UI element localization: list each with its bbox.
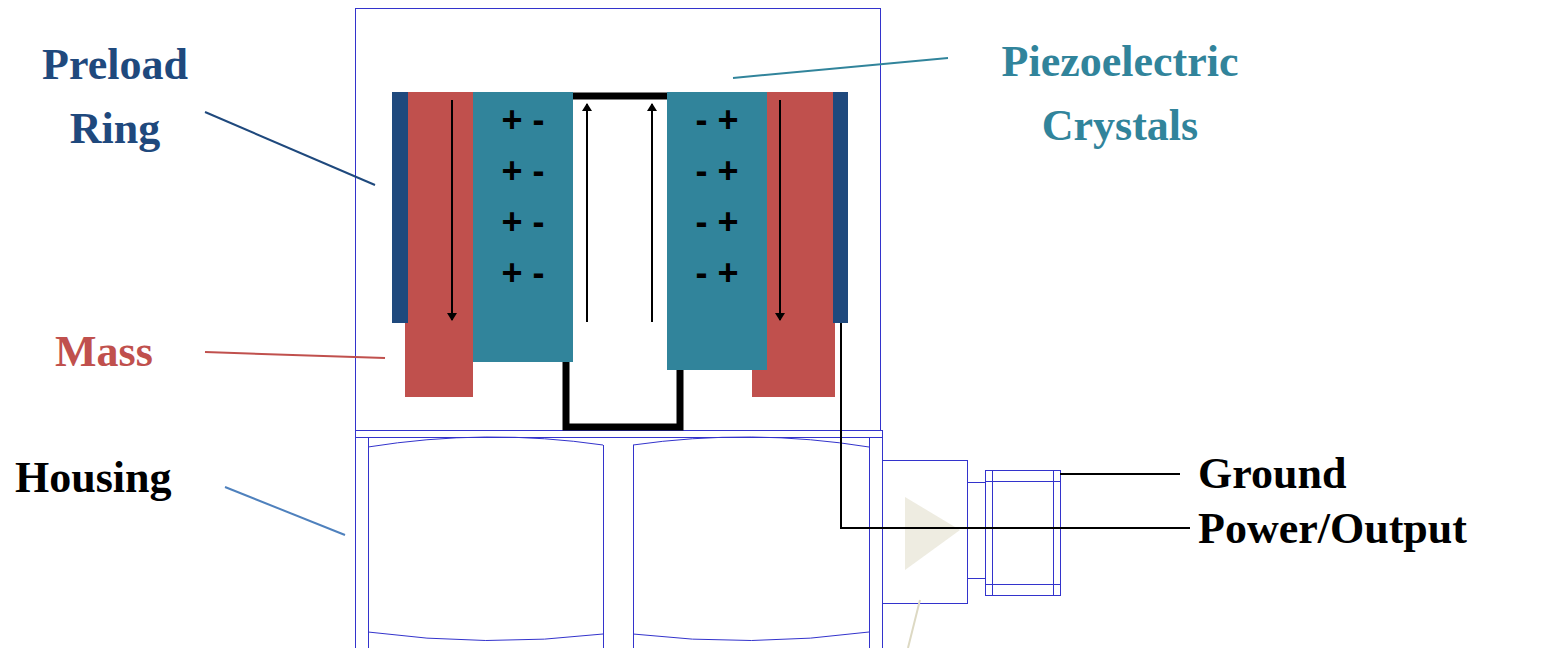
leader-line <box>205 352 385 358</box>
center-post <box>570 93 670 100</box>
charge-sign: - + <box>667 151 767 191</box>
charge-sign: - + <box>667 100 767 140</box>
pin-label: Power/Output <box>1198 497 1467 561</box>
charge-sign: - + <box>667 253 767 293</box>
output-wire <box>841 323 1190 528</box>
part-label: Housing <box>15 446 172 510</box>
center-post <box>566 360 680 427</box>
pin-label: Ground <box>1198 442 1346 506</box>
part-label: Piezoelectric Crystals <box>960 30 1280 158</box>
piezo-crystal: - + - + - + - + <box>667 92 767 370</box>
ground-wire <box>1060 473 1180 475</box>
amplifier-symbol <box>905 497 960 570</box>
piezo-crystal: + - + - + - + - <box>473 92 573 362</box>
part-label: Mass <box>55 320 153 384</box>
leader-line <box>733 58 948 78</box>
seismic-mass <box>405 92 473 397</box>
leader-line <box>908 600 920 648</box>
part-label: Preload Ring <box>15 33 215 161</box>
charge-sign: + - <box>473 100 573 140</box>
preload-ring <box>833 92 848 323</box>
charge-sign: + - <box>473 202 573 242</box>
charge-sign: + - <box>473 151 573 191</box>
charge-sign: - + <box>667 202 767 242</box>
preload-ring <box>392 92 408 323</box>
leader-line <box>205 112 375 185</box>
charge-sign: + - <box>473 253 573 293</box>
connector-drawing <box>883 461 1061 604</box>
housing-drawing <box>355 431 883 648</box>
leader-line <box>225 487 345 535</box>
